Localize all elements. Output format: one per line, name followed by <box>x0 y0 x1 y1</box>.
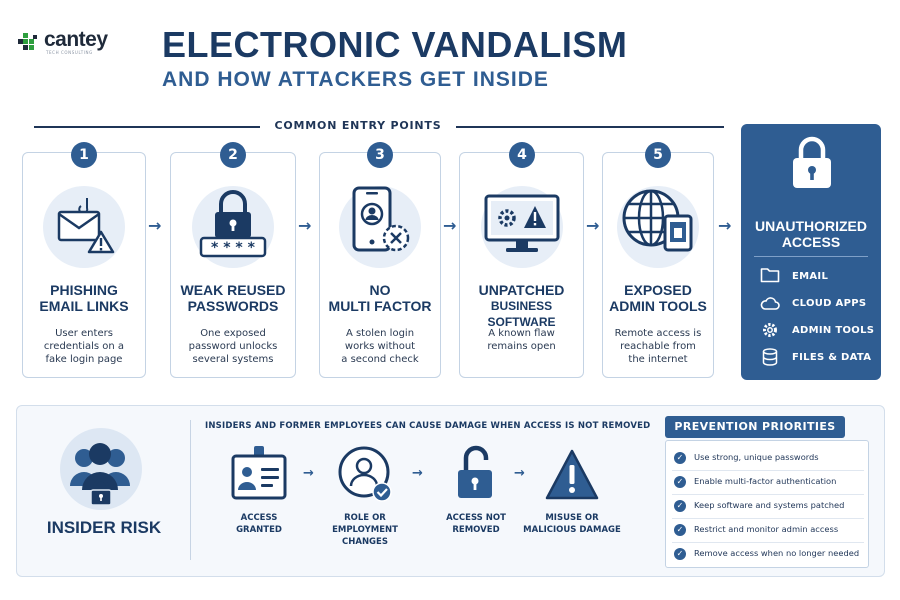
brand-name: cantey <box>44 28 108 51</box>
cantey-logo-icon <box>18 33 37 50</box>
step-number: 1 <box>71 142 97 168</box>
database-icon <box>762 348 778 366</box>
prevention-item: ✓ Restrict and monitor admin access <box>672 522 864 540</box>
flow-arrow: → <box>148 216 162 235</box>
gear-icon <box>763 323 777 337</box>
padlock-icon <box>793 136 831 188</box>
flow-arrow: → <box>586 216 600 235</box>
step-number: 2 <box>220 142 246 168</box>
id-badge-icon <box>231 446 287 500</box>
list-divider <box>672 494 864 495</box>
flow-arrow: → <box>514 466 525 481</box>
prevention-heading: PREVENTION PRIORITIES <box>665 416 845 438</box>
flow-arrow: → <box>718 216 732 235</box>
step-number: 4 <box>509 142 535 168</box>
prevention-item: ✓ Remove access when no longer needed <box>672 546 864 564</box>
check-icon: ✓ <box>674 500 686 512</box>
step-number: 3 <box>367 142 393 168</box>
insider-group-icon <box>70 443 130 506</box>
flow-arrow: → <box>412 466 423 481</box>
list-divider <box>672 470 864 471</box>
password-lock-icon: * * * * <box>199 190 267 258</box>
folder-icon <box>760 268 780 283</box>
flow-arrow: → <box>298 216 312 235</box>
prevention-item: ✓ Keep software and systems patched <box>672 498 864 516</box>
check-icon: ✓ <box>674 476 686 488</box>
list-divider <box>672 542 864 543</box>
flow-arrow: → <box>303 466 314 481</box>
monitor-warning-icon <box>484 194 560 252</box>
brand-tagline: TECH CONSULTING <box>46 50 93 55</box>
person-check-icon <box>338 446 392 502</box>
check-icon: ✓ <box>674 548 686 560</box>
access-item-cloud-apps: CLOUD APPS <box>792 298 867 309</box>
open-lock-icon <box>458 445 492 498</box>
cloud-icon <box>760 297 780 310</box>
insider-heading: INSIDERS AND FORMER EMPLOYEES CAN CAUSE … <box>205 421 651 431</box>
access-item-admin-tools: ADMIN TOOLS <box>792 325 875 336</box>
svg-text:* * * *: * * * * <box>211 240 256 256</box>
page-title: ELECTRONIC VANDALISM <box>162 24 628 65</box>
check-icon: ✓ <box>674 524 686 536</box>
access-item-email: EMAIL <box>792 271 829 282</box>
access-item-files-data: FILES & DATA <box>792 352 872 363</box>
page-subtitle: AND HOW ATTACKERS GET INSIDE <box>162 68 549 91</box>
check-icon: ✓ <box>674 452 686 464</box>
flow-arrow: → <box>443 216 457 235</box>
panel-divider <box>754 256 868 257</box>
step-number: 5 <box>645 142 671 168</box>
prevention-list <box>665 440 869 568</box>
list-divider <box>672 518 864 519</box>
prevention-item: ✓ Use strong, unique passwords <box>672 450 864 468</box>
section-label: COMMON ENTRY POINTS <box>260 119 456 132</box>
warning-icon <box>545 449 599 500</box>
phone-no-mfa-icon <box>352 186 410 252</box>
phishing-email-icon <box>57 198 115 254</box>
panel-divider <box>190 420 191 560</box>
prevention-item: ✓ Enable multi-factor authentication <box>672 474 864 492</box>
globe-device-icon <box>622 189 693 252</box>
insider-risk-title: INSIDER RISK <box>46 518 162 537</box>
